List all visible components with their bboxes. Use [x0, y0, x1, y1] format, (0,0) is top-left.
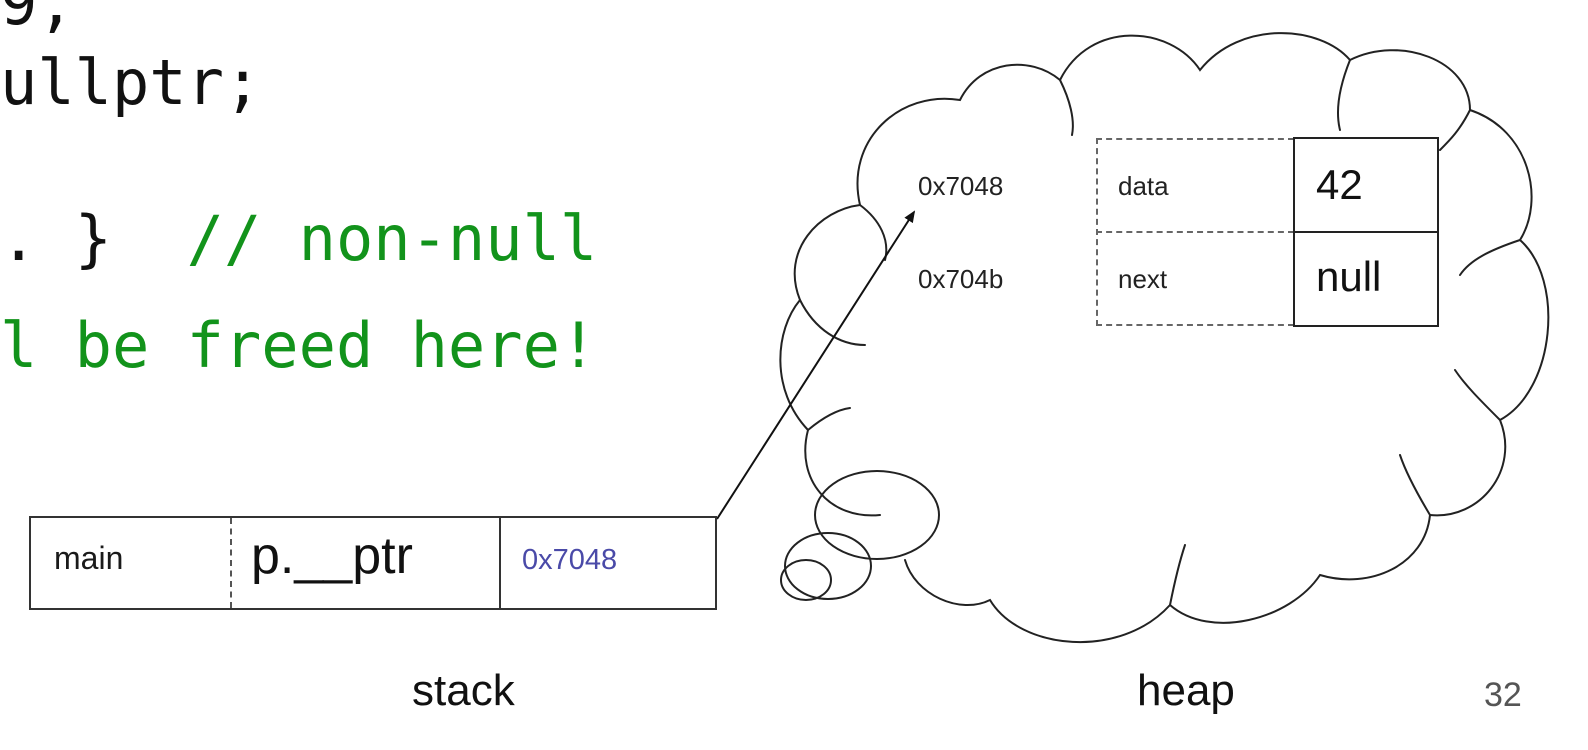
stack-frame-box [29, 516, 717, 610]
heap-cloud-lobe [1454, 369, 1501, 421]
heap-cloud-lobe [799, 299, 866, 346]
heap-cloud-lobe [1439, 109, 1471, 151]
heap-cloud-lobe [1459, 239, 1521, 276]
heap-address: 0x704b [918, 264, 1004, 294]
stack-variable-name: p.__ptr [251, 527, 413, 585]
heap-field-name: next [1118, 264, 1168, 294]
heap-cloud-outline [779, 32, 1550, 643]
stack-frame-name: main [54, 540, 124, 576]
heap-address: 0x7048 [918, 171, 1004, 201]
code-comment: // non-null [186, 202, 598, 275]
heap-value-divider [1293, 231, 1439, 233]
stack-label: stack [412, 666, 515, 715]
heap-field-value: null [1316, 253, 1382, 300]
heap-field-value: 42 [1316, 161, 1363, 208]
code-text: . } [0, 202, 187, 275]
heap-row-divider [1096, 231, 1294, 233]
stack-pointer-value: 0x7048 [522, 544, 618, 576]
code-comment: l be freed here! [0, 309, 598, 382]
heap-cloud-lobe [1169, 544, 1186, 606]
pointer-arrow [716, 210, 916, 520]
heap-label: heap [1137, 666, 1235, 715]
heap-field-name: data [1118, 171, 1169, 201]
slide-page-number: 32 [1484, 676, 1522, 714]
heap-cloud-lobe [859, 204, 888, 261]
thought-bubble-small [780, 559, 832, 601]
code-line: . } // non-null [0, 208, 597, 270]
thought-bubble-large [814, 470, 940, 560]
stack-divider-dashed [230, 518, 232, 608]
code-line: 9, [0, 0, 75, 39]
code-line: ullptr; [0, 46, 262, 119]
heap-cloud-lobe [1059, 79, 1074, 136]
stack-divider-solid [499, 518, 501, 608]
heap-cloud-lobe [1399, 454, 1431, 516]
heap-cloud-lobe [1337, 59, 1351, 131]
thought-bubble-medium [784, 532, 872, 600]
heap-cloud-lobe [807, 407, 851, 431]
